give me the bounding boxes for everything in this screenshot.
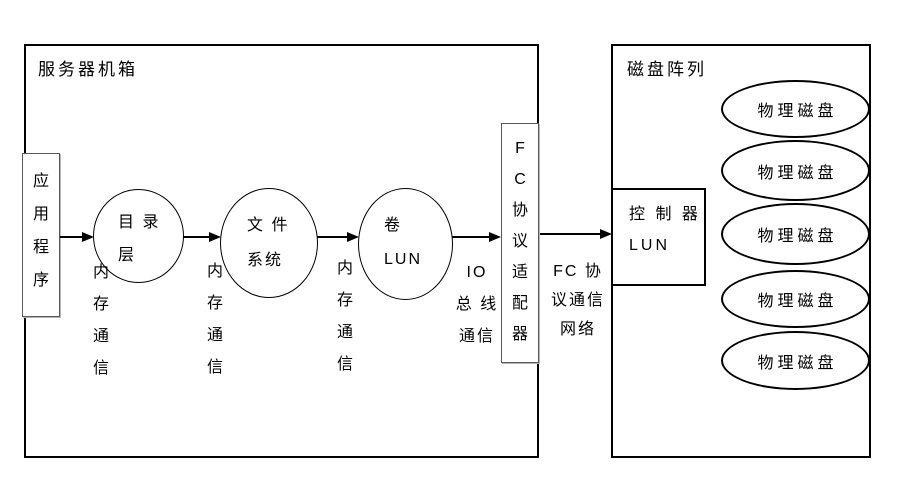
- directory-layer-label: 目 录层: [118, 214, 161, 264]
- arrow-directory-to-filesystem: [183, 232, 221, 242]
- physical-disk-ellipse: 物理磁盘: [721, 331, 870, 390]
- physical-disk-label: 物理磁盘: [757, 354, 838, 372]
- fc-network-comm-label: FC 协议通信网络: [550, 263, 605, 338]
- physical-disk-label: 物理磁盘: [757, 228, 838, 245]
- file-system-circle: 文 件系统: [220, 188, 318, 298]
- arrow-volume-to-fc-adapter: [452, 232, 501, 242]
- disk-array-title: 磁盘阵列: [627, 60, 707, 79]
- physical-disk-ellipse: 物理磁盘: [721, 270, 870, 328]
- server-chassis-title: 服务器机箱: [38, 60, 138, 79]
- fc-protocol-adapter-label: FC协议适配器: [511, 140, 528, 343]
- directory-layer-circle: 目 录层: [93, 189, 184, 283]
- physical-disk-ellipse: 物理磁盘: [721, 140, 870, 201]
- application-program-box: 应用程序: [22, 153, 60, 317]
- physical-disk-ellipse: 物理磁盘: [721, 80, 870, 138]
- memory-comm-label-2: 内存通信: [206, 263, 223, 376]
- physical-disk-label: 物理磁盘: [757, 103, 838, 120]
- arrow-fc-adapter-to-controller: [540, 229, 612, 239]
- application-program-label: 应用程序: [32, 173, 49, 289]
- arrow-app-to-directory: [60, 232, 94, 242]
- memory-comm-label-1: 内存通信: [92, 264, 109, 377]
- physical-disk-label: 物理磁盘: [757, 164, 838, 182]
- memory-comm-label-3: 内存通信: [336, 260, 353, 373]
- physical-disk-ellipse: 物理磁盘: [721, 203, 870, 265]
- arrow-filesystem-to-volume: [317, 232, 359, 242]
- fc-protocol-adapter-box: FC协议适配器: [501, 123, 539, 363]
- file-system-label: 文 件系统: [247, 217, 290, 269]
- physical-disk-label: 物理磁盘: [757, 293, 838, 310]
